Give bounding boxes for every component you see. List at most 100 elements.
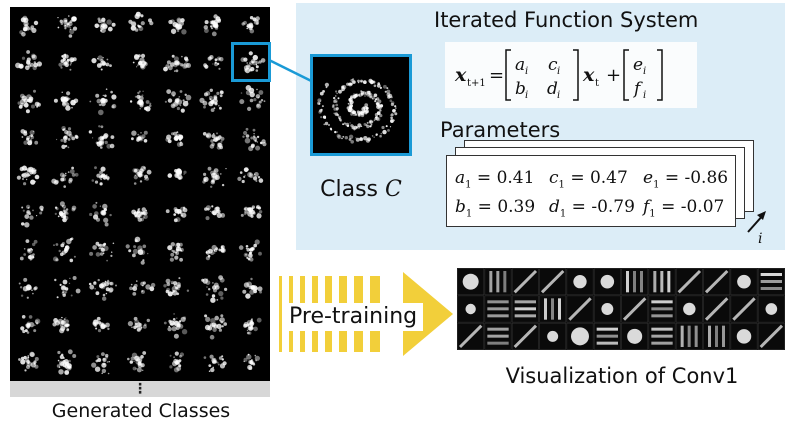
spiral-dot [336,131,338,133]
index-arrow: i [747,211,766,246]
fractal-thumbnail [243,353,260,371]
spiral-dot [370,123,373,126]
param-b1-symbol: b [455,197,466,217]
vector-e-sub: i [643,66,646,77]
parameters-title: Parameters [440,118,561,142]
param-d1-sub: 1 [559,208,567,220]
arrow-stripe [279,276,282,352]
spiral-dot [349,82,353,86]
spiral-dot [334,130,337,134]
fractal-thumbnail [54,276,81,299]
conv1-filters [457,268,785,350]
spiral-dot [324,121,329,126]
spiral-dot [341,87,346,91]
spiral-dot [333,107,337,111]
spiral-dot [379,104,384,108]
spiral-dot [355,93,359,96]
conv1-filter [648,268,676,296]
class-c-text: Class [320,177,386,202]
spiral-dot [344,136,348,140]
fractal-thumbnail [89,88,117,116]
ifs-equation: x t+1 = a i c i b i d i x t + e i f i [445,42,697,108]
param-c1: c1 = 0.47 [549,167,643,196]
spiral-dot [369,120,372,123]
spiral-dot [352,93,356,96]
spiral-dot [357,94,361,97]
spiral-dot [372,98,374,100]
spiral-dot [379,86,382,89]
eq-mult-sub: t [595,78,599,89]
conv1-filter [648,322,676,350]
fractal-thumbnail [163,54,191,73]
spiral-dot [318,102,321,105]
generated-classes-label: Generated Classes [51,400,231,422]
fractal-thumbnail [169,351,184,373]
spiral-dot [336,134,341,138]
fractal-thumbnail [91,352,110,375]
conv1-filter [484,295,512,323]
spiral-dot [364,103,369,108]
fractal-thumbnail [53,91,79,111]
conv1-filter [511,268,539,296]
spiral-dot [394,107,397,109]
param-f1-symbol: f [643,197,650,217]
vector-e: e [633,55,643,75]
spiral-dot [335,101,338,103]
fractal-thumbnail [238,239,262,262]
fractal-thumbnail [240,51,266,74]
spiral-dot [368,93,371,96]
conv1-filters-panel [457,268,785,350]
spiral-dot [348,134,354,139]
spiral-dot [365,124,368,127]
conv1-filter [511,322,539,350]
fractal-thumbnail [16,165,40,186]
vector-right-bracket [657,49,663,101]
conv1-filter [648,295,676,323]
spiral-dot [381,125,385,130]
fractal-thumbnail [127,316,150,332]
spiral-dot [376,104,381,109]
vector-f: f [632,79,643,99]
conv1-filter [757,322,785,350]
conv1-filter [621,322,649,350]
param-d1-value: = -0.79 [571,197,635,217]
spiral-dot [379,106,383,110]
fractal-thumbnail [56,126,79,149]
conv1-filter [593,295,621,323]
spiral-dot [380,132,383,135]
conv1-filter [539,268,567,296]
spiral-dot [357,81,360,84]
index-arrow-label: i [758,231,762,246]
fractal-thumbnail [56,349,77,375]
spiral-dot [348,103,351,106]
fractal-thumbnail [203,14,222,37]
fractal-thumbnail [20,315,41,334]
spiral-dot [390,119,394,123]
fractal-thumbnail [17,89,41,114]
conv1-filter [703,295,731,323]
vector-left-bracket [623,49,629,101]
conv1-filter [539,322,567,350]
spiral-dot [392,109,396,113]
conv1-filter [675,268,703,296]
spiral-dot [394,112,398,116]
fractal-thumbnail [57,15,78,38]
spiral-dot [371,135,374,137]
fractal-thumbnail [19,239,38,261]
fractal-thumbnail [168,17,187,35]
spiral-dot [348,105,350,107]
spiral-dot [349,98,351,100]
spiral-dot [372,80,376,84]
conv1-filter [675,322,703,350]
fractal-thumbnail [204,205,226,221]
spiral-dot [362,80,367,84]
fractal-thumbnail [18,351,39,372]
fractal-thumbnail [52,316,70,334]
fractal-thumbnail [91,55,112,71]
spiral-dot [351,126,355,130]
conv1-filter [757,295,785,323]
fractal-thumbnail [94,17,116,33]
conv1-filter [621,295,649,323]
spiral-dot [333,112,335,115]
